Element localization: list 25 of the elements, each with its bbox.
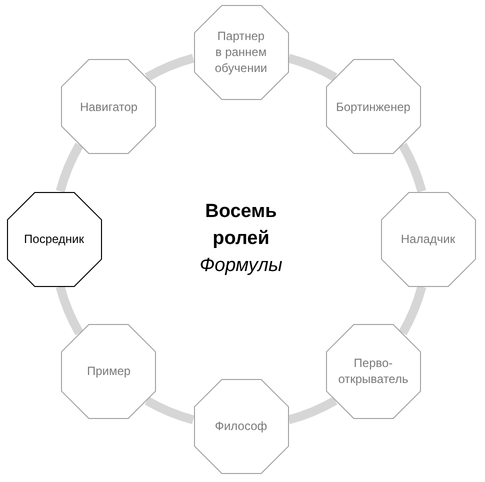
role-label: Навигатор [78,98,139,115]
role-label: Бортинженер [334,98,412,115]
role-label: Партнер в раннем обучении [214,28,268,76]
role-label: Философ [214,418,268,434]
center-title: Восемь ролей Формулы [198,200,284,278]
ring-arc [56,142,84,193]
role-label: Пример [86,363,132,380]
role-octagon [194,4,288,100]
role-label: Перво-открыватель [337,355,410,388]
ring-arc [144,396,195,424]
ring-arc [56,285,84,336]
role-label: Посредник [23,231,85,247]
ring-arc [287,54,338,82]
role-octagon [61,59,156,154]
role-octagon [326,59,421,154]
role-octagon [380,192,476,286]
role-octagon [326,324,421,419]
ring-arc [287,396,338,424]
role-octagon [6,192,102,286]
ring-arc [144,54,195,82]
ring-arc [398,285,426,336]
ring-arc [398,142,426,193]
role-octagon [194,378,288,474]
role-label: Наладчик [400,231,456,247]
role-octagon [61,324,156,419]
